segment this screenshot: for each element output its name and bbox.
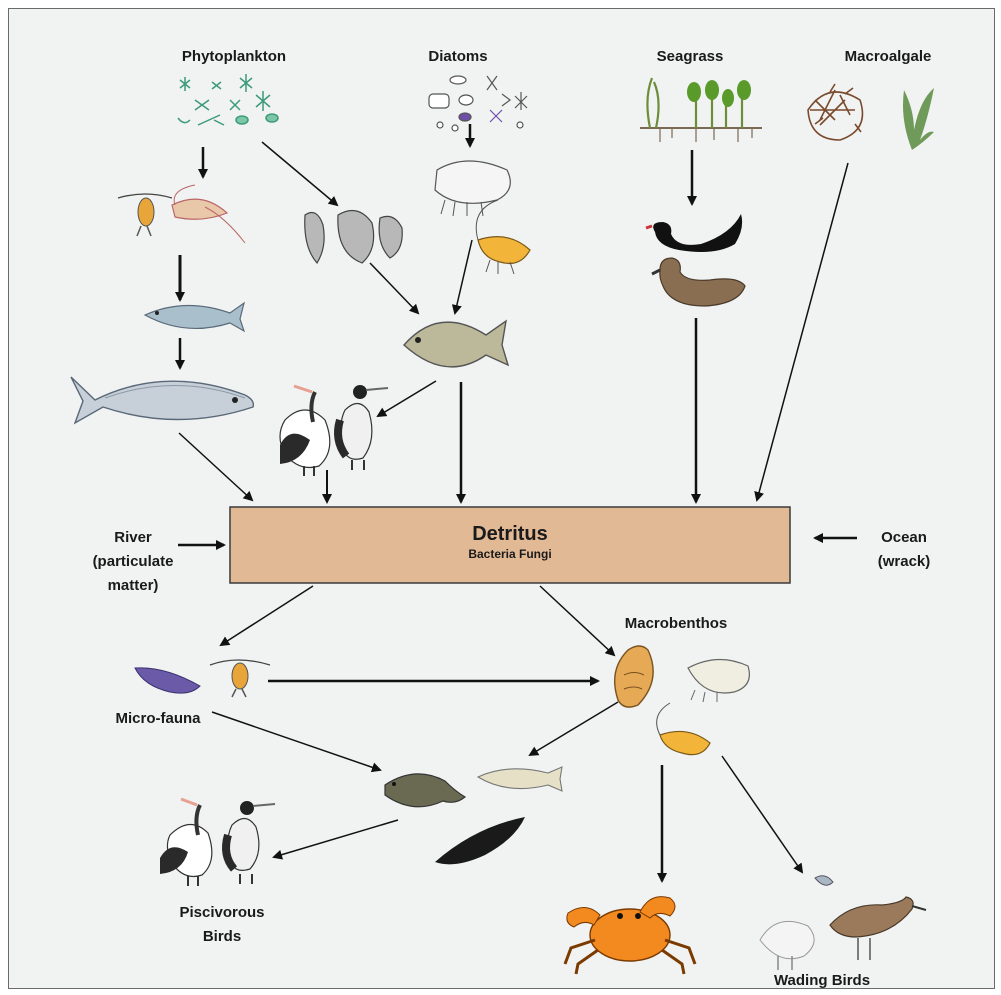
pelican-lower-icon (160, 799, 212, 886)
diatoms-icon (429, 76, 527, 131)
label-macrobenthos: Macrobenthos (625, 615, 728, 632)
arrow-detritus-to-macrobenthos (540, 586, 614, 655)
label-diatoms: Diatoms (428, 48, 487, 65)
label-river-particulate: (particulate (93, 553, 174, 570)
arrow-large-fish-to-detritus (179, 433, 252, 500)
detritus-box: Detritus Bacteria Fungi (230, 507, 790, 583)
cormorant-lower-icon (226, 801, 275, 884)
label-phytoplankton: Phytoplankton (182, 48, 286, 65)
label-piscivorous: Piscivorous (179, 904, 264, 921)
large-fish-icon (71, 377, 253, 423)
macroalgae-icon (808, 84, 934, 150)
small-insect-icon (815, 876, 833, 885)
swan-icon (646, 214, 742, 252)
crab-icon (565, 897, 695, 974)
micro-copepod-icon (210, 660, 270, 697)
label-piscivorous-birds: Birds (203, 928, 241, 945)
label-seagrass: Seagrass (657, 48, 724, 65)
arrow-macrobenthos-to-wading-birds (722, 756, 802, 872)
phytoplankton-icon (178, 74, 278, 125)
label-river: River (114, 529, 152, 546)
label-river-matter: matter) (108, 577, 159, 594)
sandpiper-icon (830, 897, 926, 960)
arrow-phyto-to-mussels (262, 142, 337, 205)
label-ocean-wrack: (wrack) (878, 553, 931, 570)
macro-shrimp-icon (657, 703, 710, 755)
goby-icon (385, 774, 465, 807)
detritus-title: Detritus (472, 523, 548, 545)
flatworm-icon (135, 668, 200, 693)
arrow-shrimp-to-fish (455, 240, 472, 313)
bream-fish-icon (404, 321, 508, 367)
cormorant-upper-icon (338, 385, 388, 470)
amphipod-icon (435, 161, 510, 216)
arrow-fish-to-piscivorous-birds (274, 820, 398, 857)
seagrass-icon (640, 78, 762, 142)
arrow-fish-to-pelican (378, 381, 436, 416)
pelican-upper-icon (280, 386, 330, 476)
arrow-macroalgae-to-detritus (757, 163, 848, 500)
label-ocean: Ocean (881, 529, 927, 546)
eel-fish-icon (435, 817, 525, 864)
arrows (178, 124, 857, 881)
duck-icon (652, 258, 745, 306)
arrow-macrobenthos-to-fish (530, 702, 618, 755)
label-macroalgale: Macroalgale (845, 48, 932, 65)
copepod-icon (118, 194, 172, 236)
snail-icon (615, 646, 653, 707)
whiting-icon (478, 767, 562, 791)
arrow-mussels-to-fish (370, 263, 418, 313)
macro-amphipod-icon (688, 659, 749, 702)
detritus-subtitle: Bacteria Fungi (468, 547, 551, 561)
label-micro-fauna: Micro-fauna (115, 710, 201, 727)
arrow-detritus-to-microfauna (221, 586, 313, 645)
label-wading-birds: Wading Birds (774, 972, 870, 989)
small-fish-icon (145, 303, 244, 331)
shrimp-icon (476, 200, 530, 274)
krill-icon (172, 185, 245, 243)
mussels-icon (305, 211, 403, 264)
white-wader-icon (760, 921, 814, 970)
arrow-microfauna-to-fish (212, 712, 380, 770)
